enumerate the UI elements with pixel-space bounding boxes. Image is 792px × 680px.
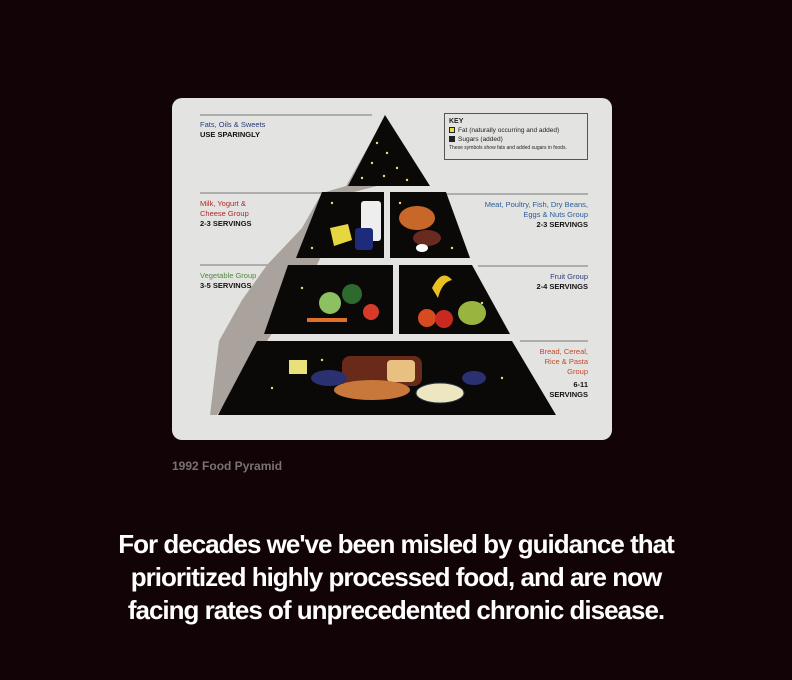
milk-servings: 2-3 SERVINGS bbox=[200, 219, 252, 228]
milk-group: Milk, Yogurt & Cheese Group 2-3 SERVINGS bbox=[200, 199, 252, 229]
key-sugars: Sugars (added) bbox=[449, 135, 583, 144]
key-sugars-label: Sugars (added) bbox=[458, 136, 503, 143]
key-fat: Fat (naturally occurring and added) bbox=[449, 126, 583, 135]
rice-bowl-illustration bbox=[462, 371, 486, 385]
cereal-bowl-illustration bbox=[311, 370, 347, 386]
fat-symbol-icon bbox=[449, 127, 455, 133]
banana-illustration bbox=[432, 275, 452, 298]
lettuce-illustration bbox=[319, 292, 341, 314]
bread-group-name: Bread, Cereal, bbox=[539, 347, 588, 356]
fruit-group: Fruit Group 2-4 SERVINGS bbox=[536, 272, 588, 292]
headline-line: For decades we've been misled by guidanc… bbox=[118, 529, 674, 559]
egg-illustration bbox=[416, 244, 428, 252]
vegetable-group: Vegetable Group 3-5 SERVINGS bbox=[200, 271, 256, 291]
bread-servings: 6-11 bbox=[573, 380, 588, 389]
headline-line: facing rates of unprecedented chronic di… bbox=[127, 595, 665, 625]
cheese-illustration bbox=[330, 224, 352, 246]
bread-servings: SERVINGS bbox=[549, 390, 588, 399]
meat-servings: 2-3 SERVINGS bbox=[536, 220, 588, 229]
milk-group-name: Milk, Yogurt & bbox=[200, 199, 246, 208]
meat-group-name: Meat, Poultry, Fish, Dry Beans, bbox=[484, 200, 588, 209]
carrot-illustration bbox=[307, 318, 347, 322]
meat-group-name: Eggs & Nuts Group bbox=[523, 210, 588, 219]
headline-line: prioritized highly processed food, and a… bbox=[130, 562, 662, 592]
poultry-illustration bbox=[399, 206, 435, 230]
crackers-illustration bbox=[289, 360, 307, 374]
key-fat-label: Fat (naturally occurring and added) bbox=[458, 127, 560, 134]
pyramid-graphic bbox=[200, 114, 588, 415]
grapes-illustration bbox=[458, 301, 486, 325]
tier-fruit bbox=[399, 265, 510, 334]
fat-dots bbox=[270, 141, 504, 390]
fruit-servings: 2-4 SERVINGS bbox=[536, 282, 588, 291]
food-pyramid-image: KEY Fat (naturally occurring and added) … bbox=[172, 98, 612, 440]
milk-group-name: Cheese Group bbox=[200, 209, 249, 218]
yogurt-illustration bbox=[355, 228, 373, 250]
tier-fats bbox=[348, 115, 430, 186]
fruit-group-name: Fruit Group bbox=[550, 272, 588, 281]
apple-illustration bbox=[435, 310, 453, 328]
sugar-symbol-icon bbox=[449, 136, 455, 142]
food-illustrations bbox=[289, 201, 486, 404]
tomato-illustration bbox=[363, 304, 379, 320]
bread-slice-illustration bbox=[387, 360, 415, 382]
baguette-illustration bbox=[334, 380, 410, 400]
image-caption: 1992 Food Pyramid bbox=[172, 459, 283, 473]
broccoli-illustration bbox=[342, 284, 362, 304]
vegetable-servings: 3-5 SERVINGS bbox=[200, 281, 252, 290]
meat-illustration bbox=[413, 230, 441, 246]
bread-group-name: Group bbox=[567, 367, 588, 376]
headline: For decades we've been misled by guidanc… bbox=[0, 528, 792, 627]
fats-group-name: Fats, Oils & Sweets bbox=[200, 120, 266, 129]
key-note: These symbols show fats and added sugars… bbox=[449, 145, 567, 151]
meat-group: Meat, Poultry, Fish, Dry Beans, Eggs & N… bbox=[485, 200, 588, 230]
pasta-plate-illustration bbox=[415, 382, 465, 404]
vegetable-group-name: Vegetable Group bbox=[200, 271, 257, 280]
orange-illustration bbox=[418, 309, 436, 327]
fats-servings: USE SPARINGLY bbox=[200, 130, 261, 139]
key-title: KEY bbox=[449, 118, 464, 125]
bread-group: Bread, Cereal, Rice & Pasta Group 6-11 S… bbox=[540, 347, 588, 400]
legend-key: KEY Fat (naturally occurring and added) … bbox=[444, 113, 588, 160]
bread-group-name: Rice & Pasta bbox=[544, 357, 588, 366]
fats-group: Fats, Oils & Sweets USE SPARINGLY bbox=[200, 120, 265, 140]
